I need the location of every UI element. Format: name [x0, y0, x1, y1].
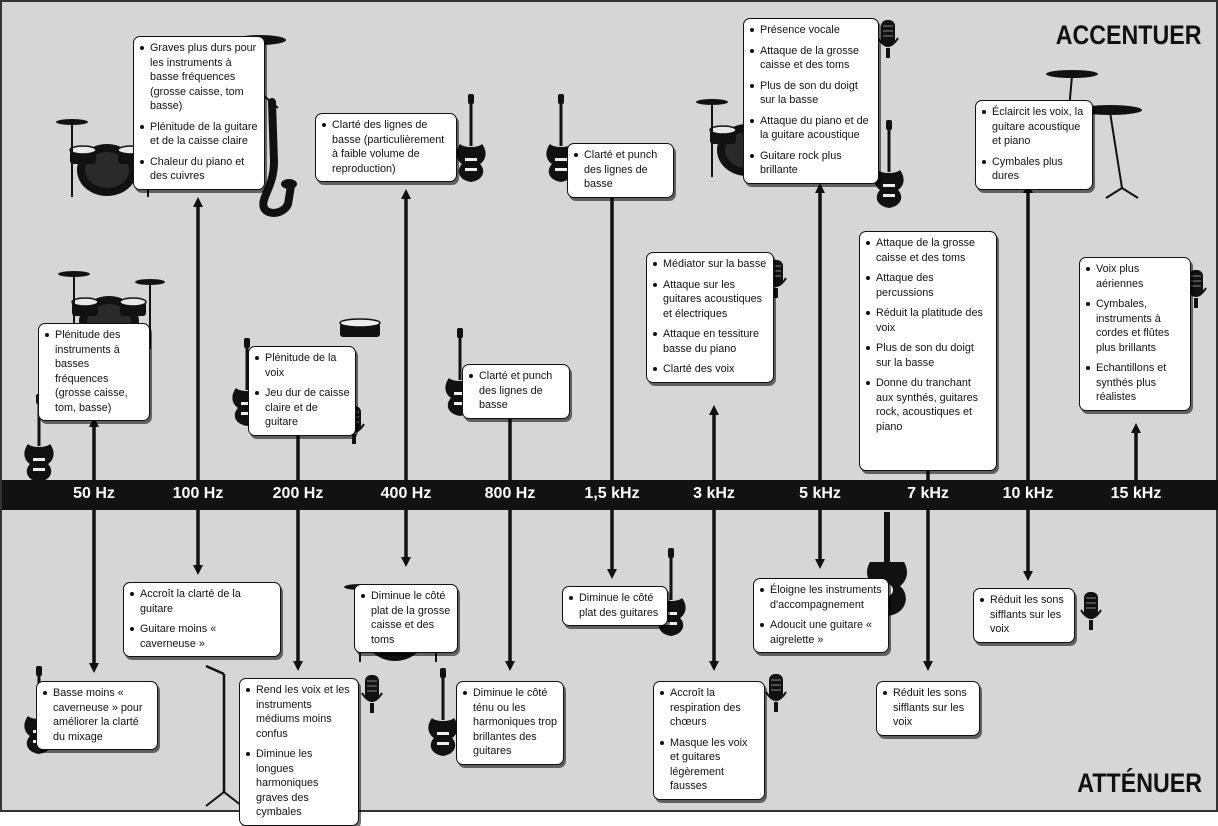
effect-item: Graves plus durs pour les instruments à …: [139, 41, 259, 114]
freq-label: 15 kHz: [1110, 485, 1162, 502]
boost-10000hz-box: Éclaircit les voix, la guitare acoustiqu…: [975, 100, 1093, 190]
effect-item: Attaque de la grosse caisse et des toms: [749, 44, 873, 73]
cut-200hz-box: Rend les voix et les instruments médiums…: [239, 678, 359, 826]
freq-label: 800 Hz: [484, 485, 536, 502]
freq-label: 100 Hz: [172, 485, 224, 502]
effect-item: Réduit les sons sifflants sur les voix: [979, 593, 1069, 637]
microphone-icon: [1080, 591, 1102, 631]
cut-800hz-box: Diminue le côté ténu ou les harmoniques …: [456, 681, 564, 765]
effect-item: Jeu dur de caisse claire et de guitare: [254, 386, 350, 430]
effect-item: Donne du tranchant aux synthés, guitares…: [865, 376, 991, 434]
frequency-bar: 50 Hz 100 Hz 200 Hz 400 Hz 800 Hz 1,5 kH…: [2, 480, 1218, 510]
effect-item: Plus de son du doigt sur la basse: [749, 79, 873, 108]
effect-item: Attaque du piano et de la guitare acoust…: [749, 114, 873, 143]
effect-item: Accroît la respiration des chœurs: [659, 686, 759, 730]
effect-item: Diminue le côté plat des guitares: [568, 591, 662, 620]
effect-item: Présence vocale: [749, 23, 873, 38]
effect-item: Clarté des voix: [652, 362, 768, 377]
effect-item: Réduit la platitude des voix: [865, 306, 991, 335]
boost-800hz-box: Clarté et punch des lignes de basse: [462, 364, 570, 419]
effect-item: Clarté des lignes de basse (particulière…: [321, 118, 451, 176]
saxophone-icon: [259, 98, 297, 217]
boost-50hz-box: Plénitude des instruments à basses fréqu…: [38, 323, 150, 421]
effect-item: Rend les voix et les instruments médiums…: [245, 683, 353, 741]
cut-5000hz-box: Éloigne les instruments d'accompagnement…: [753, 578, 889, 653]
freq-label: 5 kHz: [799, 485, 841, 502]
freq-label: 7 kHz: [907, 485, 949, 502]
freq-label: 10 kHz: [1002, 485, 1054, 502]
freq-label: 1,5 kHz: [584, 485, 640, 502]
boost-5000hz-box: Présence vocale Attaque de la grosse cai…: [743, 18, 879, 184]
cut-7000hz-box: Réduit les sons sifflants sur les voix: [876, 681, 980, 736]
effect-item: Attaque de la grosse caisse et des toms: [865, 236, 991, 265]
effect-item: Clarté et punch des lignes de basse: [468, 369, 564, 413]
effect-item: Adoucit une guitare « aigrelette »: [759, 618, 883, 647]
effect-item: Basse moins « caverneuse » pour améliore…: [42, 686, 152, 744]
mic-stand-icon: [205, 664, 243, 807]
freq-label: 400 Hz: [380, 485, 432, 502]
effect-item: Plénitude de la guitare et de la caisse …: [139, 120, 259, 149]
effect-item: Masque les voix et guitares légèrement f…: [659, 736, 759, 794]
effect-item: Guitare moins « caverneuse »: [129, 622, 275, 651]
snare-drum-icon: [339, 318, 381, 337]
effect-item: Diminue le côté plat de la grosse caisse…: [360, 589, 452, 647]
freq-label: 3 kHz: [693, 485, 735, 502]
boost-200hz-box: Plénitude de la voix Jeu dur de caisse c…: [248, 346, 356, 436]
cut-10000hz-box: Réduit les sons sifflants sur les voix: [973, 588, 1075, 643]
effect-item: Echantillons et synthés plus réalistes: [1085, 361, 1185, 405]
electric-guitar-icon: [428, 668, 458, 756]
freq-label: 200 Hz: [272, 485, 324, 502]
boost-400hz-box: Clarté des lignes de basse (particulière…: [315, 113, 457, 182]
effect-item: Cymbales plus dures: [981, 155, 1087, 184]
cut-50hz-box: Basse moins « caverneuse » pour améliore…: [36, 681, 158, 750]
effect-item: Accroît la clarté de la guitare: [129, 587, 275, 616]
microphone-icon: [361, 674, 383, 714]
effect-item: Chaleur du piano et des cuivres: [139, 155, 259, 184]
cut-100hz-box: Accroît la clarté de la guitare Guitare …: [123, 582, 281, 657]
effect-item: Plus de son du doigt sur la basse: [865, 341, 991, 370]
effect-item: Réduit les sons sifflants sur les voix: [882, 686, 974, 730]
cut-400hz-box: Diminue le côté plat de la grosse caisse…: [354, 584, 458, 653]
effect-item: Plénitude de la voix: [254, 351, 350, 380]
bass-guitar-icon: [456, 94, 486, 182]
effect-item: Attaque sur les guitares acoustiques et …: [652, 278, 768, 322]
boost-15000hz-box: Voix plus aériennes Cymbales, instrument…: [1079, 257, 1191, 411]
effect-item: Voix plus aériennes: [1085, 262, 1185, 291]
effect-item: Médiator sur la basse: [652, 257, 768, 272]
heading-attenuer: ATTÉNUER: [1077, 768, 1202, 798]
effect-item: Diminue les longues harmoniques graves d…: [245, 747, 353, 820]
heading-accentuer: ACCENTUER: [1056, 20, 1202, 50]
effect-item: Clarté et punch des lignes de basse: [573, 148, 668, 192]
freq-label: 50 Hz: [73, 485, 115, 502]
boost-7000hz-box: Attaque de la grosse caisse et des toms …: [859, 231, 997, 471]
effect-item: Éloigne les instruments d'accompagnement: [759, 583, 883, 612]
effect-item: Plénitude des instruments à basses fréqu…: [44, 328, 144, 415]
cut-1500hz-box: Diminue le côté plat des guitares: [562, 586, 668, 626]
microphone-icon: [765, 673, 787, 713]
effect-item: Diminue le côté ténu ou les harmoniques …: [462, 686, 558, 759]
effect-item: Attaque en tessiture basse du piano: [652, 327, 768, 356]
boost-1500hz-box: Clarté et punch des lignes de basse: [567, 143, 674, 198]
boost-3000hz-box: Médiator sur la basse Attaque sur les gu…: [646, 252, 774, 383]
effect-item: Éclaircit les voix, la guitare acoustiqu…: [981, 105, 1087, 149]
effect-item: Guitare rock plus brillante: [749, 149, 873, 178]
boost-100hz-box: Graves plus durs pour les instruments à …: [133, 36, 265, 190]
effect-item: Cymbales, instruments à cordes et flûtes…: [1085, 297, 1185, 355]
microphone-icon: [877, 19, 899, 59]
effect-item: Attaque des percussions: [865, 271, 991, 300]
cut-3000hz-box: Accroît la respiration des chœurs Masque…: [653, 681, 765, 800]
